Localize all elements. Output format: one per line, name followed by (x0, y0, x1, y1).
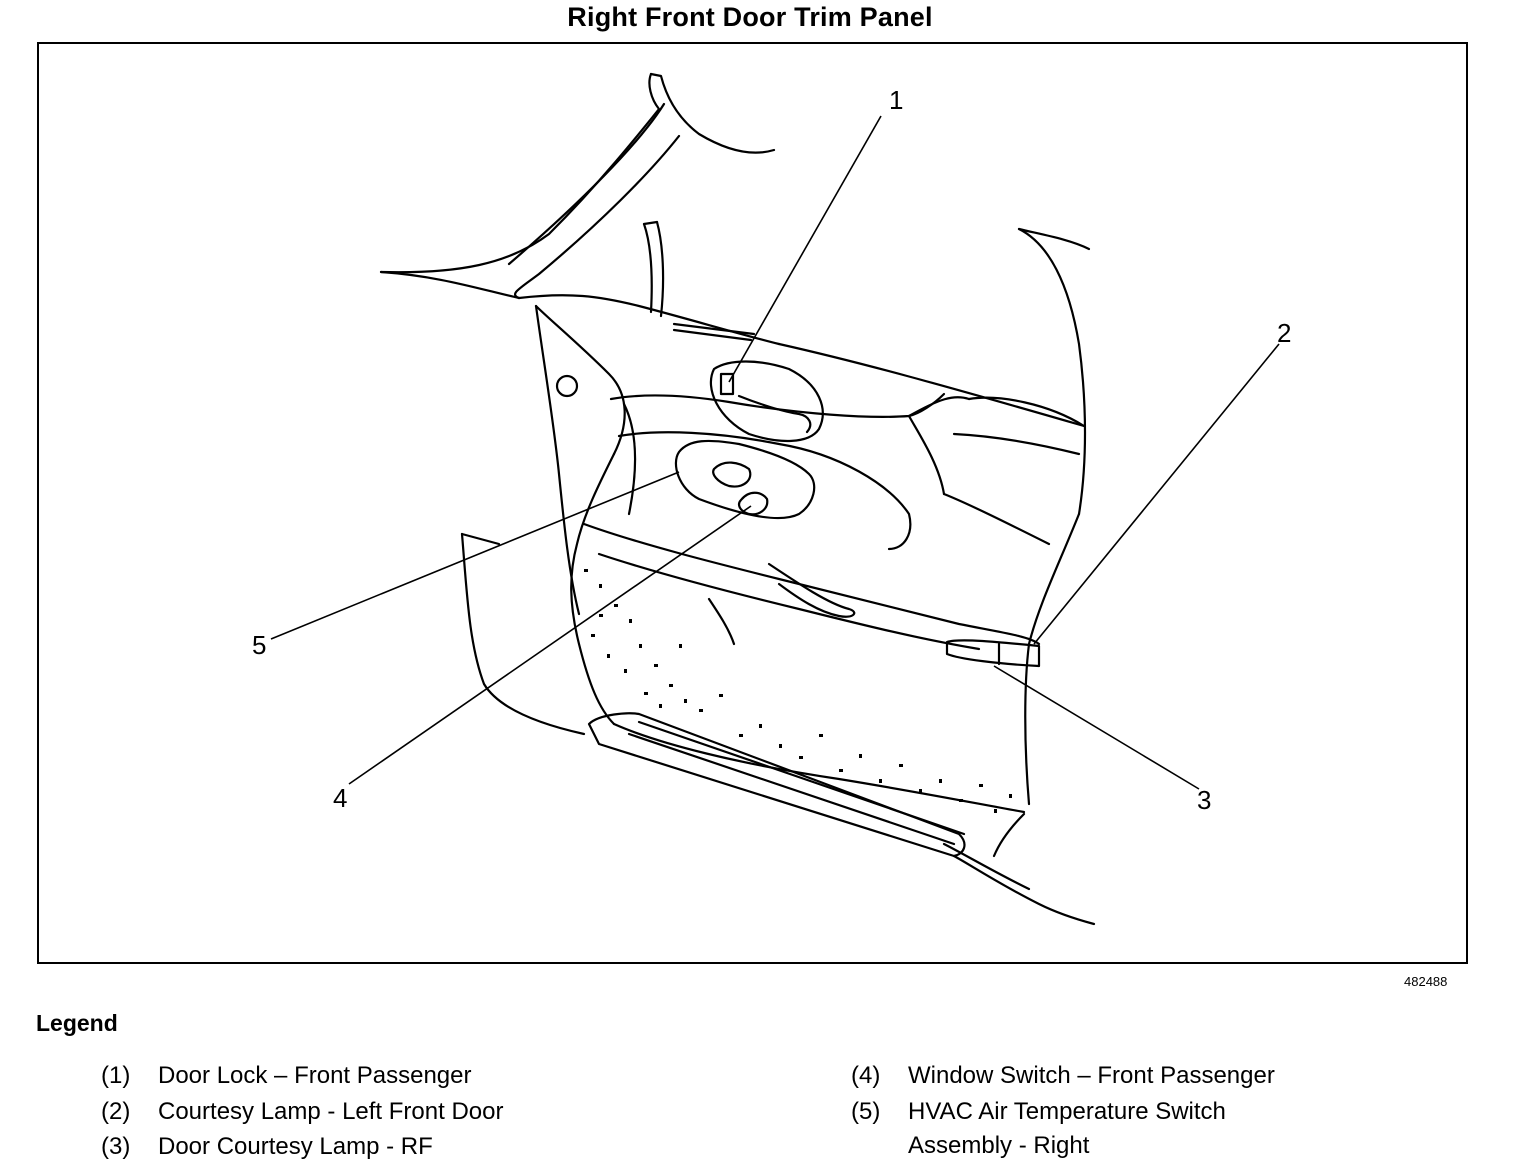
callout-4: 4 (333, 783, 347, 813)
legend-number: (5) (851, 1098, 881, 1125)
door-trim-illustration: 1 2 3 4 5 (252, 72, 1291, 926)
carpet-texture (584, 569, 1012, 813)
legend-number: (2) (101, 1098, 131, 1125)
legend-number: (1) (101, 1062, 131, 1089)
callout-3: 3 (1197, 785, 1211, 815)
a-pillar-trim (379, 72, 776, 300)
legend-text: HVAC Air Temperature Switch (908, 1098, 1226, 1125)
callout-2: 2 (1277, 318, 1291, 348)
courtesy-lamp (945, 639, 1041, 668)
legend-text: Door Lock – Front Passenger (158, 1062, 472, 1089)
leader-5 (270, 471, 680, 640)
leader-4 (348, 505, 752, 785)
callout-5: 5 (252, 630, 266, 660)
legend-heading: Legend (36, 1010, 118, 1036)
switch-bezel (674, 439, 816, 520)
door-frame (517, 220, 1091, 516)
leader-lines (270, 115, 1280, 790)
legend-number: (3) (101, 1133, 131, 1160)
callout-1: 1 (889, 85, 903, 115)
legend-text-continued: Assembly - Right (908, 1132, 1090, 1159)
map-pocket (582, 522, 1041, 651)
callouts: 1 2 3 4 5 (252, 85, 1291, 815)
sill-plate (587, 712, 1096, 926)
leader-3 (993, 665, 1200, 790)
legend-text: Door Courtesy Lamp - RF (158, 1133, 433, 1160)
door-edge-left (460, 374, 586, 736)
leader-1 (728, 115, 882, 383)
legend-text: Courtesy Lamp - Left Front Door (158, 1098, 504, 1125)
leader-2 (1033, 343, 1280, 645)
illustration-frame: 1 2 3 4 5 (37, 42, 1468, 964)
figure-id: 482488 (1404, 974, 1448, 989)
upper-armrest-rail (609, 392, 1086, 551)
legend-text: Window Switch – Front Passenger (908, 1062, 1275, 1089)
legend-number: (4) (851, 1062, 881, 1089)
door-handle-pocket (672, 322, 824, 443)
diagram-title: Right Front Door Trim Panel (567, 2, 933, 32)
